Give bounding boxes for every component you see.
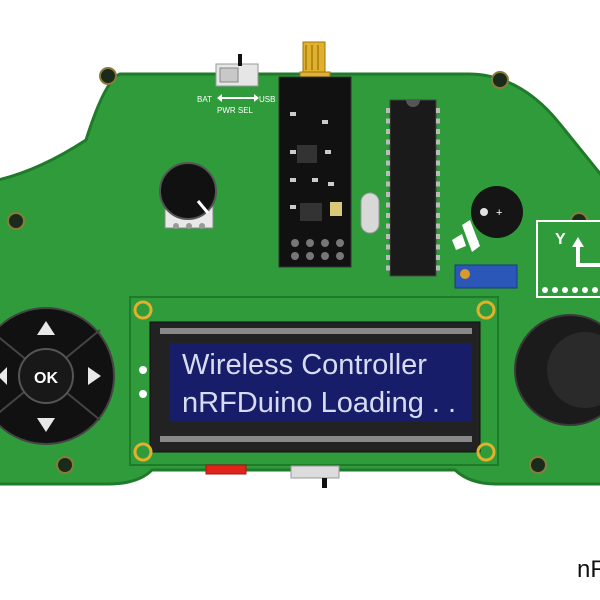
mounting-holes bbox=[7, 67, 588, 474]
lcd-line-1: Wireless Controller bbox=[182, 349, 427, 381]
potentiometer[interactable] bbox=[159, 162, 217, 229]
arrow-left-icon[interactable] bbox=[0, 367, 7, 385]
lcd-module bbox=[129, 296, 499, 466]
lcd-line-2: nRFDuino Loading . . bbox=[182, 387, 456, 419]
buzzer-icon: + bbox=[471, 186, 523, 238]
dpad[interactable] bbox=[0, 307, 115, 445]
chip-pins bbox=[386, 108, 440, 271]
crystal-oscillator bbox=[360, 192, 380, 234]
radio-module bbox=[278, 76, 352, 268]
corner-text: nRF bbox=[577, 556, 600, 583]
arrow-down-icon[interactable] bbox=[37, 418, 55, 432]
power-switch-right-label: USB bbox=[259, 95, 275, 104]
trimmer-resistor[interactable] bbox=[454, 264, 518, 289]
lcd-screen bbox=[170, 343, 472, 422]
joystick[interactable] bbox=[514, 314, 600, 426]
power-switch-caption: PWR SEL bbox=[217, 106, 254, 115]
microcontroller-chip bbox=[389, 99, 437, 277]
arrow-right-icon[interactable] bbox=[88, 367, 101, 385]
power-switch-arrow bbox=[217, 94, 259, 102]
arrow-up-icon[interactable] bbox=[37, 321, 55, 335]
power-switch-left-label: BAT bbox=[197, 95, 212, 104]
dpad-ok-button[interactable]: OK bbox=[34, 370, 58, 387]
axis-module bbox=[536, 220, 600, 298]
speaker-icon bbox=[452, 220, 480, 252]
red-led bbox=[205, 464, 247, 475]
axis-module-pins bbox=[542, 287, 598, 293]
bottom-switch[interactable] bbox=[290, 465, 340, 488]
power-switch[interactable] bbox=[215, 54, 259, 87]
svg-text:+: + bbox=[496, 207, 502, 219]
axis-module-y-label: Y bbox=[555, 231, 566, 248]
